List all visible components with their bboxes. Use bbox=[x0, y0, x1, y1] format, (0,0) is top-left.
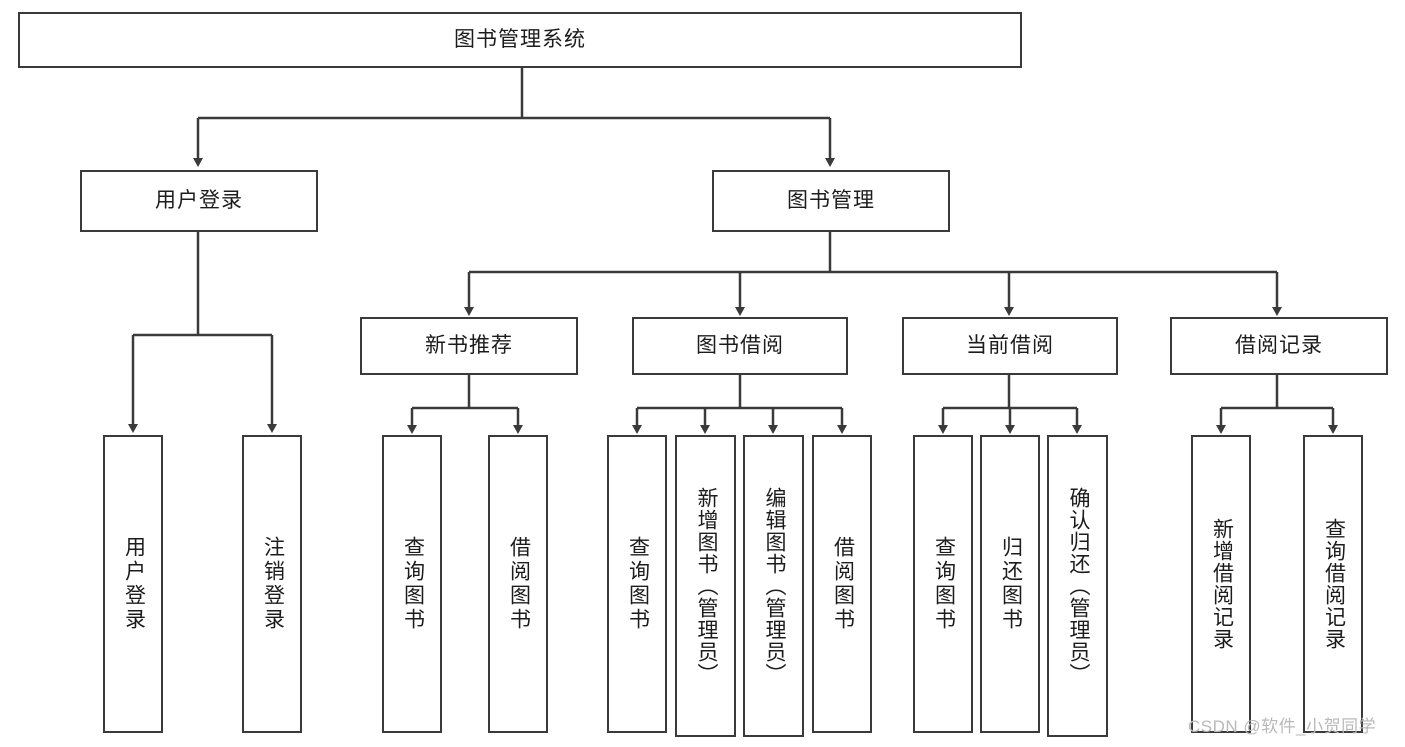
node-leaf-return-book[interactable]: 归还图书 bbox=[980, 435, 1040, 733]
csdn-watermark: CSDN @软件_小贺同学 bbox=[1188, 717, 1377, 736]
node-user-login[interactable]: 用户登录 bbox=[80, 170, 318, 232]
node-leaf-query-book-1[interactable]: 查询图书 bbox=[382, 435, 442, 733]
node-leaf-query-book-3[interactable]: 查询图书 bbox=[913, 435, 973, 733]
node-leaf-query-borrow-record[interactable]: 查询借阅记录 bbox=[1303, 435, 1363, 733]
node-leaf-borrow-book-1[interactable]: 借阅图书 bbox=[488, 435, 548, 733]
node-book-borrow[interactable]: 图书借阅 bbox=[632, 317, 848, 375]
node-leaf-confirm-return-admin[interactable]: 确认归还（管理员） bbox=[1047, 435, 1108, 737]
node-leaf-edit-book-admin[interactable]: 编辑图书（管理员） bbox=[743, 435, 804, 737]
node-leaf-query-book-2[interactable]: 查询图书 bbox=[607, 435, 667, 733]
node-root[interactable]: 图书管理系统 bbox=[18, 12, 1022, 68]
node-current-borrow[interactable]: 当前借阅 bbox=[902, 317, 1118, 375]
node-leaf-logout[interactable]: 注销登录 bbox=[242, 435, 302, 733]
node-leaf-add-borrow-record[interactable]: 新增借阅记录 bbox=[1191, 435, 1251, 733]
node-leaf-borrow-book-2[interactable]: 借阅图书 bbox=[812, 435, 872, 733]
node-book-management[interactable]: 图书管理 bbox=[712, 170, 950, 232]
node-new-book-recommend[interactable]: 新书推荐 bbox=[360, 317, 578, 375]
node-leaf-add-book-admin[interactable]: 新增图书（管理员） bbox=[675, 435, 736, 737]
node-borrow-records[interactable]: 借阅记录 bbox=[1170, 317, 1388, 375]
node-leaf-user-login[interactable]: 用户登录 bbox=[103, 435, 163, 733]
